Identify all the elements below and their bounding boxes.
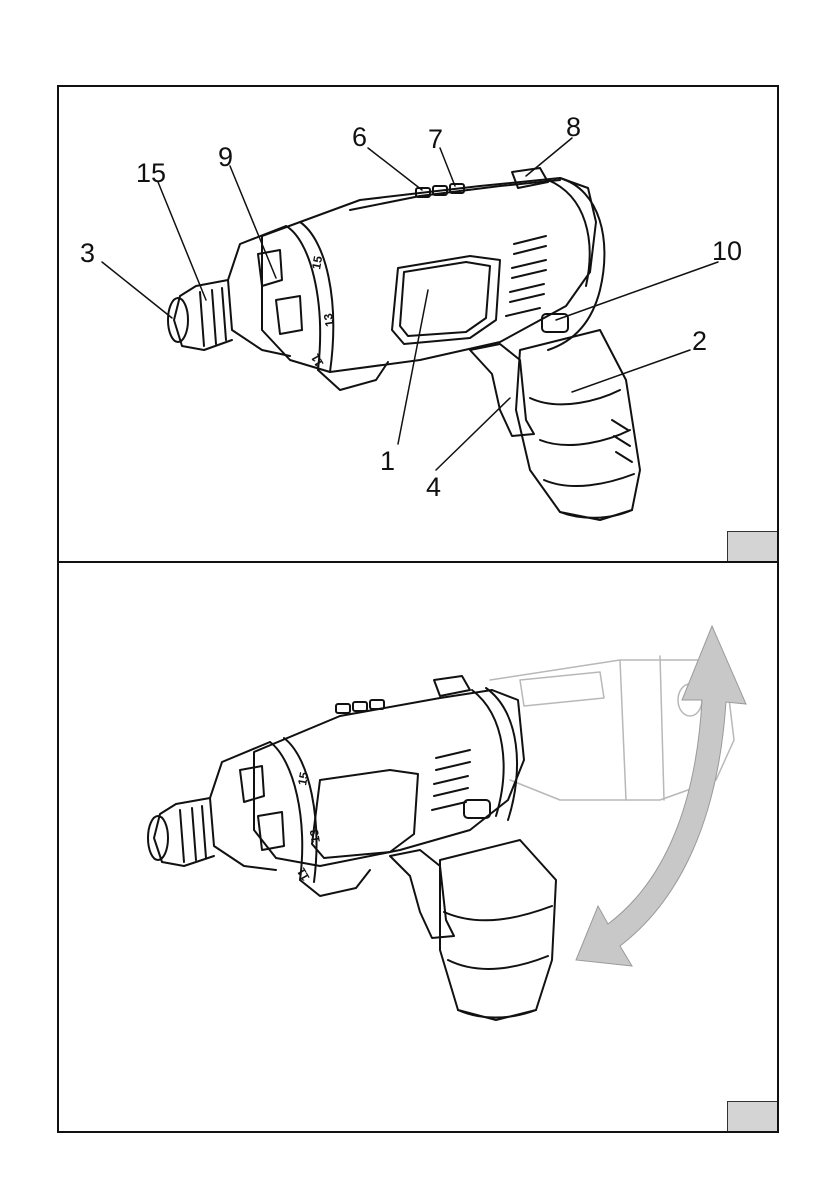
callout-label-7: 7 xyxy=(428,124,443,154)
callout-label-9: 9 xyxy=(218,142,233,172)
callout-leaders-top xyxy=(102,138,718,470)
callout-label-2: 2 xyxy=(692,326,707,356)
dial-mark-15-top: 15 xyxy=(309,255,325,271)
callout-label-15: 15 xyxy=(136,158,166,188)
callout-label-10: 10 xyxy=(712,236,742,266)
screwdriver-drawing-bottom xyxy=(148,656,734,1020)
dial-mark-13-bottom: 13 xyxy=(307,828,323,844)
dial-mark-13-top: 13 xyxy=(321,312,337,328)
callout-label-6: 6 xyxy=(352,122,367,152)
callout-label-8: 8 xyxy=(566,112,581,142)
callout-label-4: 4 xyxy=(426,472,441,502)
screwdriver-drawing-top xyxy=(168,168,640,520)
callout-label-1: 1 xyxy=(380,446,395,476)
dial-mark-11-bottom: 11 xyxy=(294,865,313,883)
dial-mark-15-bottom: 15 xyxy=(295,771,311,787)
callout-label-3: 3 xyxy=(80,238,95,268)
callout-labels: 3 15 9 6 7 8 10 2 1 4 xyxy=(80,112,742,502)
